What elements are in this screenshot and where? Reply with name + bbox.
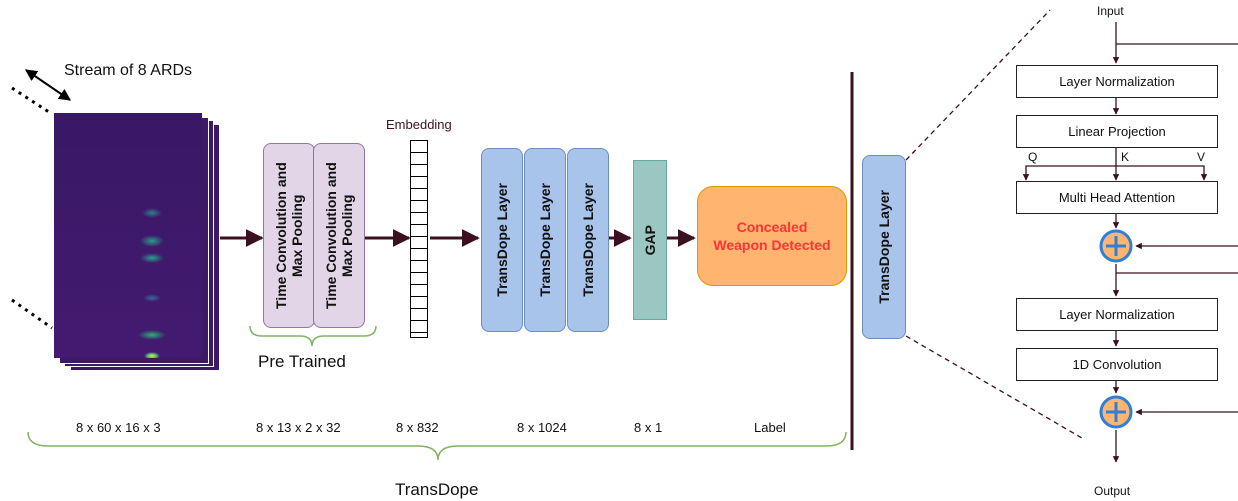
stream-label: Stream of 8 ARDs xyxy=(64,62,193,79)
transdope-layer-3: TransDope Layer xyxy=(567,148,609,332)
detail-k-label: K xyxy=(1121,150,1130,164)
detail-layer-norm-2: Layer Normalization xyxy=(1016,298,1218,331)
gap-label: GAP xyxy=(642,224,658,256)
shape-embedding: 8 x 832 xyxy=(396,420,439,435)
zoom-line-bottom xyxy=(905,335,1083,439)
shape-transdope: 8 x 1024 xyxy=(517,420,567,435)
output-label: Concealed Weapon Detected xyxy=(713,219,831,253)
model-name: TransDope xyxy=(395,480,479,499)
shape-input: 8 x 60 x 16 x 3 xyxy=(76,420,161,435)
transdope-brace xyxy=(27,431,847,461)
residual-adder-1 xyxy=(1099,229,1133,263)
detail-multi-head-attention: Multi Head Attention xyxy=(1016,181,1218,214)
detail-v-label: V xyxy=(1197,150,1206,164)
zoom-line-top xyxy=(905,9,1051,161)
detail-linear-projection: Linear Projection xyxy=(1016,115,1218,148)
detail-output-label: Output xyxy=(1094,484,1131,498)
pretrained-caption: Pre Trained xyxy=(258,352,346,371)
transdope-layer-2: TransDope Layer xyxy=(524,148,566,332)
transdope-layer-2-label: TransDope Layer xyxy=(537,183,553,297)
residual-adder-2 xyxy=(1099,395,1133,429)
output-block: Concealed Weapon Detected xyxy=(697,186,847,286)
transdope-layer-1: TransDope Layer xyxy=(481,148,523,332)
detail-input-label: Input xyxy=(1097,4,1124,18)
pretrained-block-2: Time Convolution and Max Pooling xyxy=(313,143,365,328)
shape-label: Label xyxy=(754,420,786,435)
shape-gap: 8 x 1 xyxy=(634,420,663,435)
pretrained-block-1: Time Convolution and Max Pooling xyxy=(263,143,315,328)
stack-dots-bottom xyxy=(11,298,53,330)
expanded-transdope-layer: TransDope Layer xyxy=(862,155,906,339)
embedding-label: Embedding xyxy=(386,117,452,132)
ard-heatmap xyxy=(54,113,202,358)
pretrained-brace xyxy=(249,325,377,347)
transdope-layer-1-label: TransDope Layer xyxy=(494,183,510,297)
embedding-vector xyxy=(410,140,428,338)
expanded-transdope-layer-label: TransDope Layer xyxy=(876,190,892,304)
pretrained-block-1-label: Time Convolution and Max Pooling xyxy=(273,162,305,309)
gap-block: GAP xyxy=(633,160,667,320)
detail-q-label: Q xyxy=(1028,150,1038,164)
stack-dots-top xyxy=(11,86,53,116)
transdope-layer-3-label: TransDope Layer xyxy=(580,183,596,297)
pretrained-block-2-label: Time Convolution and Max Pooling xyxy=(323,162,355,309)
detail-layer-norm-1: Layer Normalization xyxy=(1016,65,1218,98)
shape-pretrained: 8 x 13 x 2 x 32 xyxy=(256,420,341,435)
stream-arrow xyxy=(25,69,71,101)
detail-1d-convolution: 1D Convolution xyxy=(1016,348,1218,381)
